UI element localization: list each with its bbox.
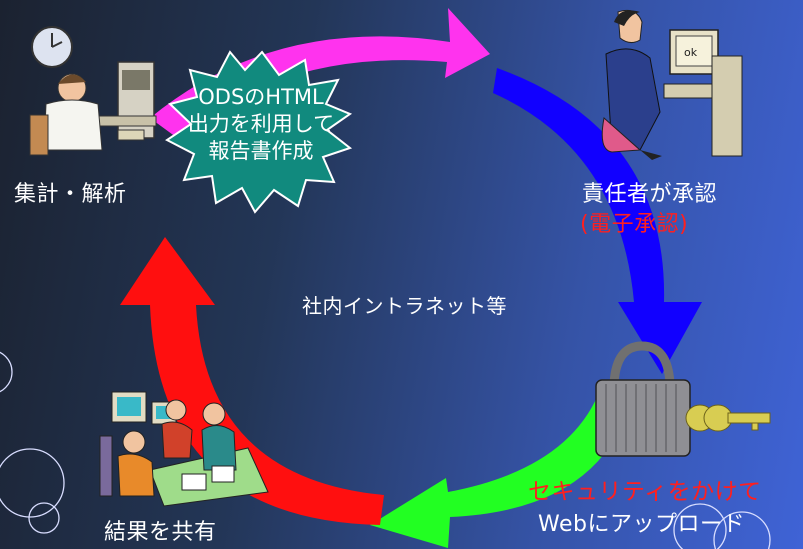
arrow-analysis-to-approval	[150, 8, 490, 140]
step-upload-label-line-1: セキュリティをかけて	[528, 479, 762, 505]
center-process-label: ODSのHTML 出力を利用して 報告書作成	[170, 84, 352, 165]
manager-at-computer-icon: ok	[601, 9, 743, 160]
arrow-share-to-analysis	[120, 237, 384, 525]
decorative-circles	[0, 351, 771, 549]
step-approval-label: 責任者が承認	[582, 182, 718, 207]
center-label-line-2: 出力を利用して	[187, 112, 335, 136]
arrow-upload-to-share	[370, 395, 632, 548]
center-starburst	[165, 50, 353, 214]
svg-text:ok: ok	[684, 46, 698, 59]
padlock-with-key-icon	[595, 341, 771, 457]
step-share-label: 結果を共有	[104, 520, 217, 545]
arrow-approval-to-upload	[493, 68, 702, 374]
step-analysis-label: 集計・解析	[14, 182, 127, 207]
worker-at-desk-icon	[29, 26, 157, 156]
intranet-label: 社内イントラネット等	[302, 294, 507, 318]
center-label-line-1: ODSのHTML	[198, 85, 324, 109]
step-approval-note: (電子承認)	[580, 212, 689, 237]
meeting-group-icon	[99, 391, 269, 507]
step-upload-label-line-2: Webにアップロード	[538, 512, 745, 537]
center-label-line-3: 報告書作成	[208, 139, 314, 163]
